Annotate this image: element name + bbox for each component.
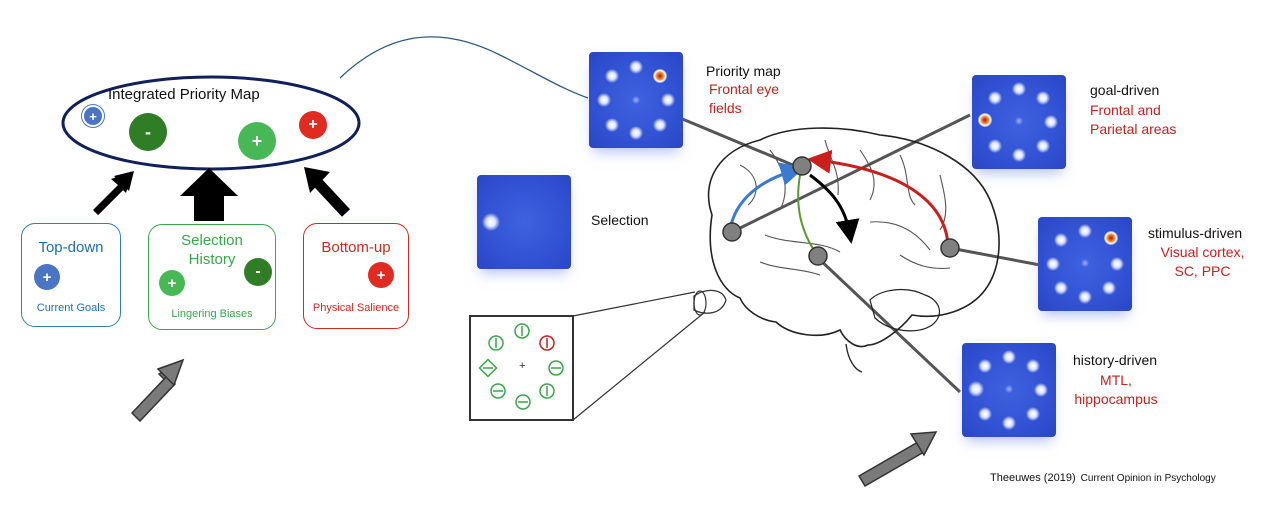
brain-arrow-black bbox=[809, 173, 860, 244]
bottomup-box: Bottom-up + Physical Salience bbox=[303, 223, 409, 329]
goal-area: Frontal and Parietal areas bbox=[1090, 102, 1177, 137]
topdown-box: Top-down + Current Goals bbox=[21, 223, 121, 327]
line-priority bbox=[679, 116, 801, 170]
stimulus-area: Visual cortex, SC, PPC bbox=[1160, 244, 1245, 279]
stimulus-label: stimulus-driven bbox=[1148, 225, 1243, 241]
selection-minus: - bbox=[244, 258, 272, 286]
citation-author: Theeuwes (2019) bbox=[990, 472, 1076, 484]
selection-title: Selection History bbox=[181, 232, 243, 268]
priority-map-title: Integrated Priority Map bbox=[108, 86, 260, 103]
bottomup-sub: Physical Salience bbox=[312, 302, 400, 314]
citation: Theeuwes (2019) Current Opinion in Psych… bbox=[990, 472, 1216, 484]
arrow-topdown-head bbox=[114, 171, 134, 191]
bottomup-title: Bottom-up bbox=[321, 239, 391, 256]
display-line-top bbox=[572, 291, 696, 317]
search-items bbox=[478, 323, 564, 410]
display-fixation: + bbox=[519, 360, 526, 372]
citation-journal: Current Opinion in Psychology bbox=[1080, 473, 1216, 484]
topdown-sub: Current Goals bbox=[36, 302, 106, 314]
ipm-plus-blue: + bbox=[82, 105, 104, 127]
node-mtl bbox=[808, 246, 828, 266]
ipm-plus-red: + bbox=[299, 111, 327, 139]
topdown-plus: + bbox=[34, 264, 60, 290]
priority-map-label: Priority map bbox=[706, 63, 781, 79]
topdown-title: Top-down bbox=[38, 239, 104, 256]
node-frontal-eye bbox=[792, 156, 812, 176]
eye-drawing bbox=[693, 289, 727, 314]
brain-arrow-green bbox=[797, 174, 818, 256]
arrow-bottomup-head bbox=[304, 167, 330, 193]
selection-panel bbox=[477, 175, 571, 269]
goal-panel bbox=[972, 75, 1066, 169]
display-line-bottom bbox=[572, 311, 706, 421]
line-stimulus bbox=[949, 246, 1041, 267]
bottomup-plus: + bbox=[368, 262, 394, 288]
selection-box: Selection History + - Lingering Biases bbox=[148, 224, 276, 330]
gray-arrow-left bbox=[130, 358, 185, 423]
selection-label: Selection bbox=[591, 212, 649, 228]
history-area: MTL, hippocampus bbox=[1074, 372, 1158, 407]
priority-map-area: Frontal eye fields bbox=[709, 81, 780, 116]
arrow-topdown-shaft bbox=[93, 182, 127, 216]
ipm-minus-green: - bbox=[129, 113, 167, 151]
line-history bbox=[816, 256, 962, 394]
selection-sub: Lingering Biases bbox=[171, 308, 253, 320]
arrow-bottomup-shaft bbox=[313, 179, 351, 217]
node-visual bbox=[940, 238, 960, 258]
history-panel bbox=[962, 343, 1056, 437]
node-parietal bbox=[722, 222, 742, 242]
line-goal bbox=[731, 113, 971, 234]
history-label: history-driven bbox=[1073, 352, 1158, 368]
goal-label: goal-driven bbox=[1090, 82, 1160, 98]
stimulus-panel bbox=[1038, 217, 1132, 311]
priority-map-panel bbox=[589, 52, 683, 148]
gray-arrow-right bbox=[857, 431, 938, 488]
link-curve bbox=[339, 36, 589, 99]
brain-arrow-red bbox=[807, 149, 950, 246]
brain-arrow-blue bbox=[728, 162, 805, 231]
arrow-selection bbox=[180, 168, 238, 221]
ipm-plus-green: + bbox=[238, 122, 276, 160]
selection-plus: + bbox=[159, 270, 185, 296]
